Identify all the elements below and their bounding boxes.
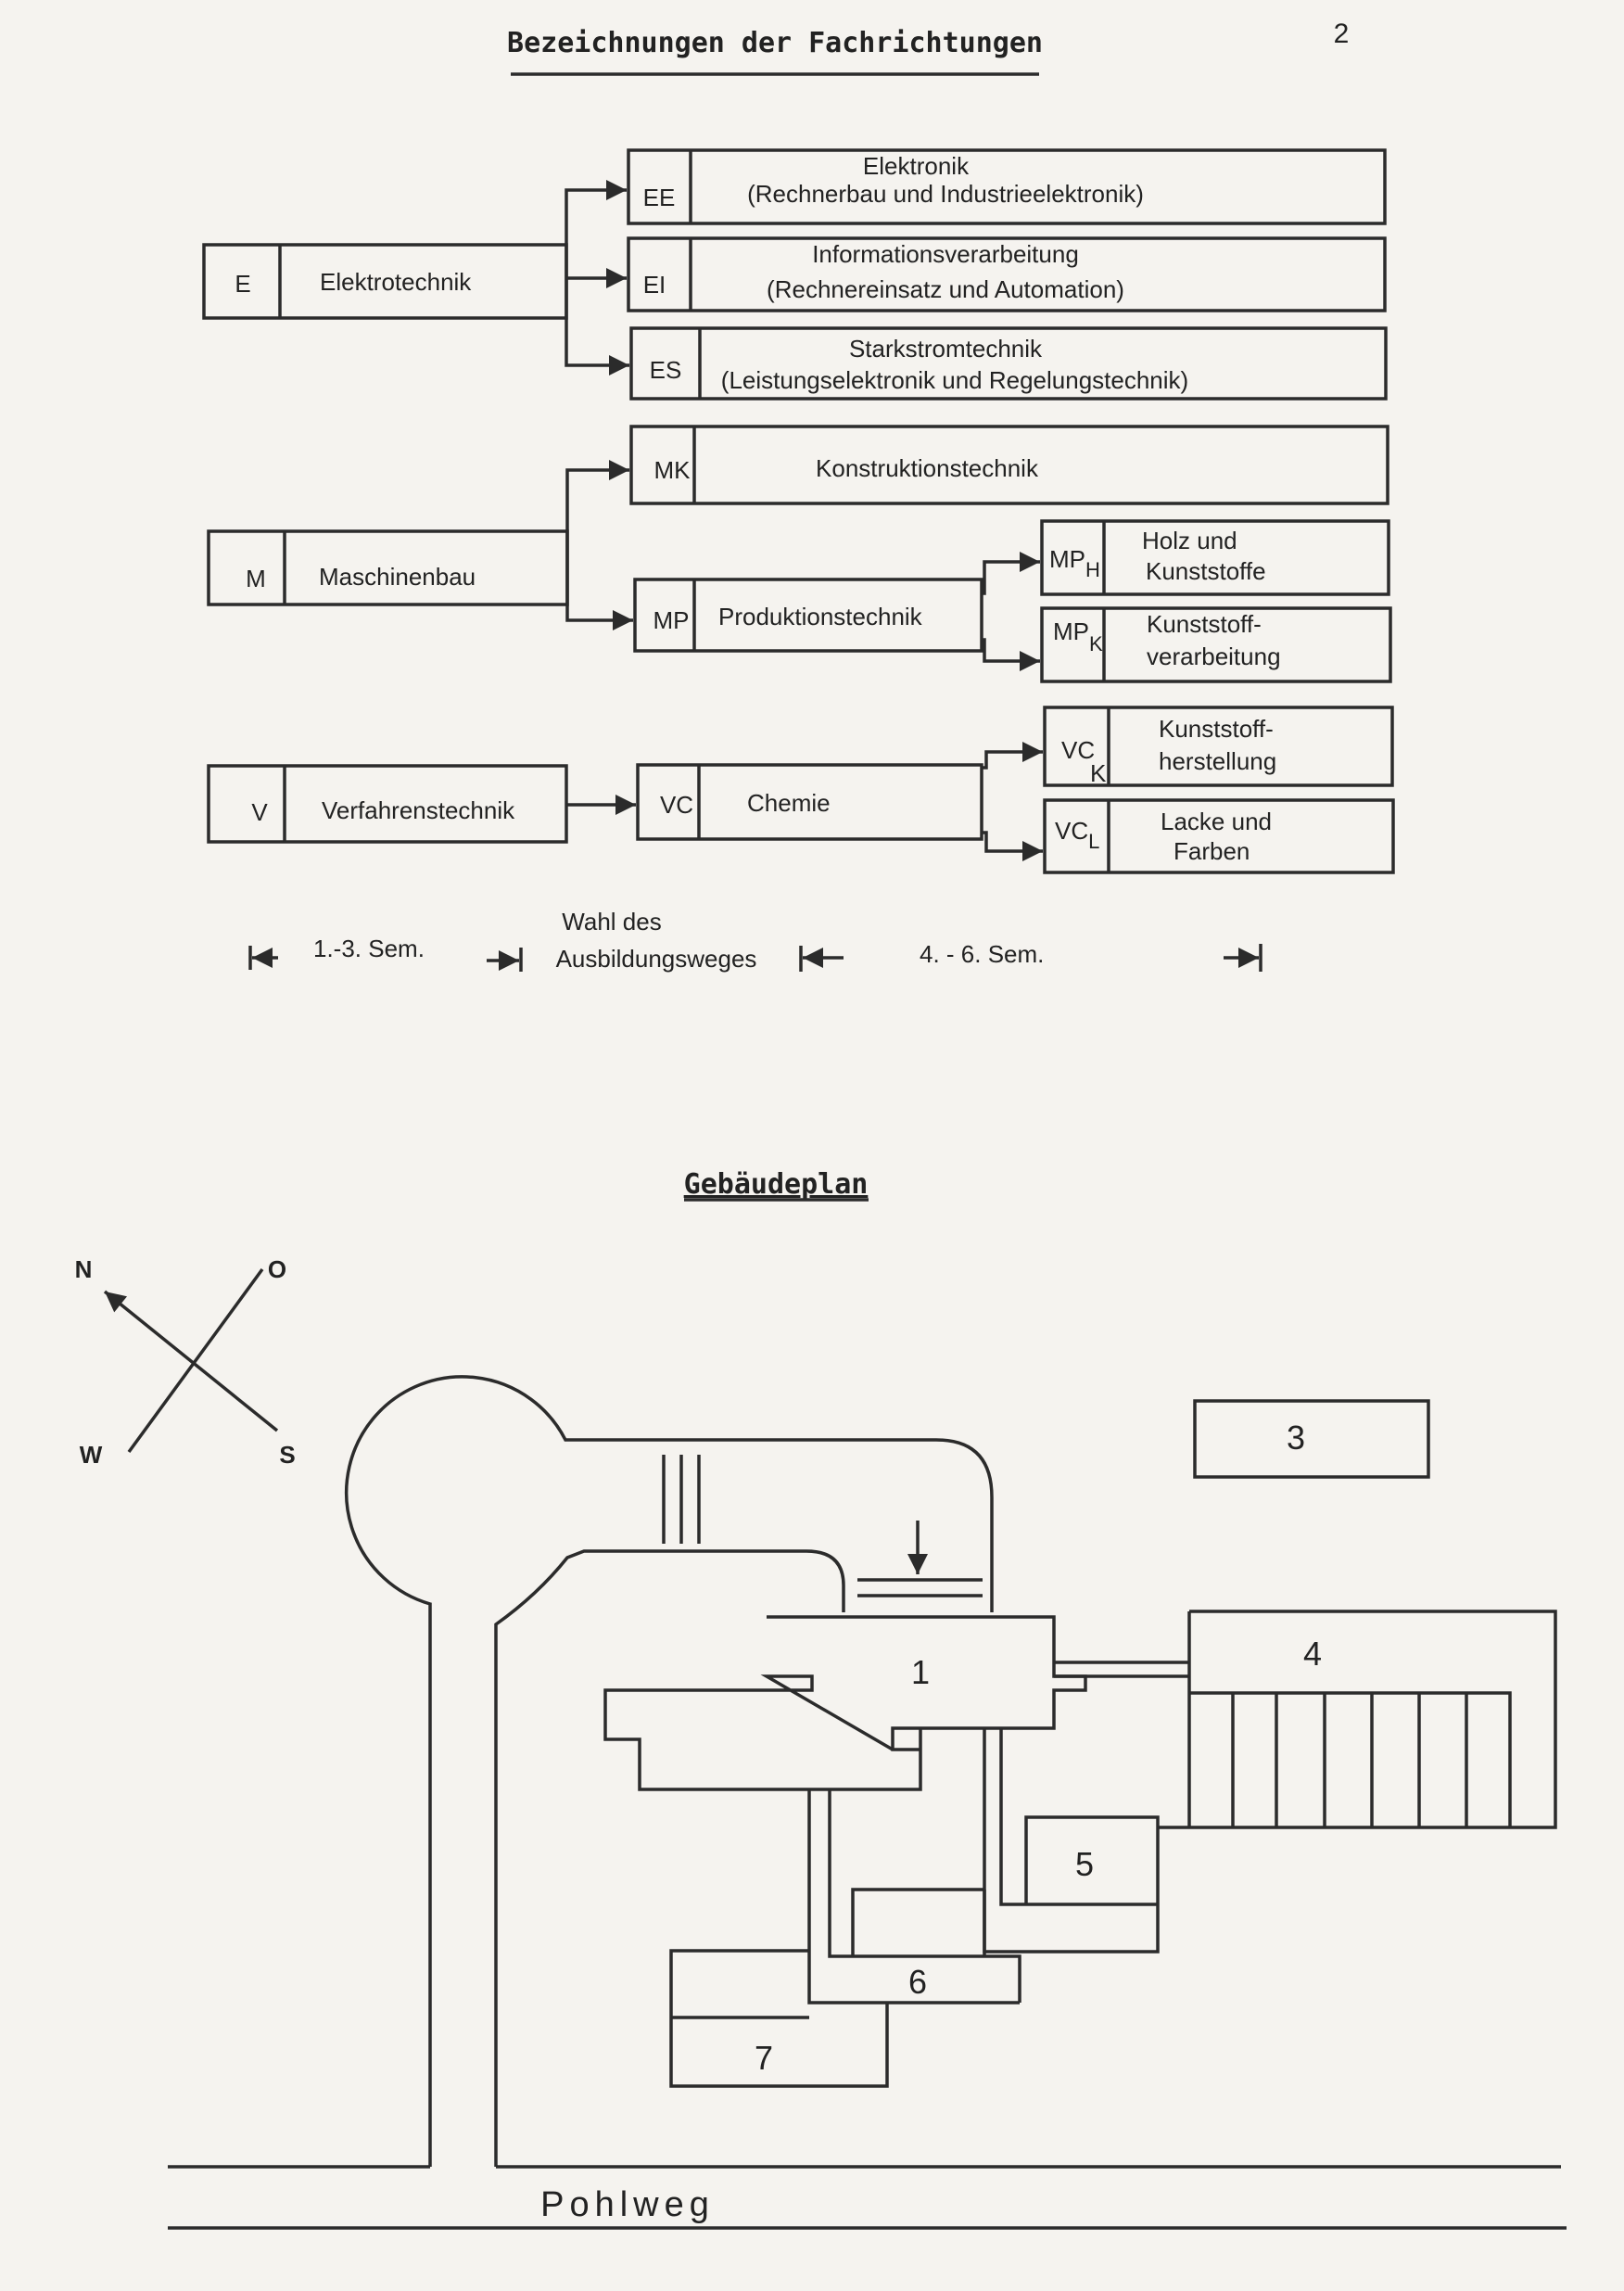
building-1-label: 1 xyxy=(911,1653,930,1691)
timeline: 1.-3. Sem. Wahl des Ausbildungsweges 4. … xyxy=(248,908,1262,973)
group-maschinenbau: M Maschinenbau MK Konstruktionstechnik M… xyxy=(207,425,1392,683)
svg-text:Chemie: Chemie xyxy=(747,789,831,817)
building-4 xyxy=(1158,1610,1557,1829)
group-elektrotechnik: E Elektrotechnik EE Elektronik (Rechnerb… xyxy=(202,148,1388,401)
compass: N O W S xyxy=(75,1255,296,1469)
svg-text:5: 5 xyxy=(1075,1845,1094,1883)
building-5 xyxy=(983,1728,1160,1954)
svg-text:Lacke und: Lacke und xyxy=(1161,808,1272,835)
svg-text:Kunststoffe: Kunststoffe xyxy=(1146,557,1266,585)
branch-vcl: VCL Lacke und Farben xyxy=(1043,798,1395,874)
svg-text:MK: MK xyxy=(654,456,691,484)
building-6 xyxy=(807,1789,1021,2005)
svg-text:O: O xyxy=(268,1255,286,1283)
svg-text:EI: EI xyxy=(643,271,666,299)
svg-text:7: 7 xyxy=(755,2039,773,2077)
branch-ee: EE Elektronik (Rechnerbau und Industriee… xyxy=(627,148,1387,225)
street-name: Pohlweg xyxy=(540,2185,715,2224)
svg-text:K: K xyxy=(1090,759,1107,787)
svg-text:MP: MP xyxy=(653,606,690,634)
svg-text:W: W xyxy=(80,1441,103,1469)
branch-es: ES Starkstromtechnik (Leistungselektroni… xyxy=(629,326,1388,401)
svg-text:Maschinenbau: Maschinenbau xyxy=(319,563,476,591)
north-arrow-icon xyxy=(103,1290,279,1432)
svg-text:3: 3 xyxy=(1287,1419,1305,1457)
building-7 xyxy=(669,1949,889,2088)
branch-vck: VC K Kunststoff- herstellung xyxy=(1043,706,1394,787)
group-verfahrenstechnik: V Verfahrenstechnik VC Chemie VC K Kunst… xyxy=(207,706,1395,874)
svg-text:V: V xyxy=(251,798,268,826)
page-title: Bezeichnungen der Fachrichtungen xyxy=(507,27,1043,59)
timeline-choice-line2: Ausbildungsweges xyxy=(556,945,757,973)
branch-arrow xyxy=(565,567,633,630)
group-code: E xyxy=(235,270,250,298)
branch-arrow xyxy=(982,638,1040,671)
svg-text:Produktionstechnik: Produktionstechnik xyxy=(718,603,923,630)
svg-text:(Rechnerbau und Industrieelekt: (Rechnerbau und Industrieelektronik) xyxy=(747,180,1144,208)
svg-text:verarbeitung: verarbeitung xyxy=(1147,643,1281,670)
building-1 xyxy=(603,1615,1087,1791)
corridor-outline xyxy=(494,1549,845,2167)
svg-text:Farben: Farben xyxy=(1174,837,1250,865)
svg-text:ES: ES xyxy=(650,356,682,384)
page-number: 2 xyxy=(1334,19,1350,49)
svg-text:Starkstromtechnik: Starkstromtechnik xyxy=(849,335,1043,363)
branch-arrow xyxy=(982,742,1043,770)
svg-text:4: 4 xyxy=(1303,1635,1322,1673)
rotunda-outline xyxy=(345,1375,994,2167)
svg-text:Konstruktionstechnik: Konstruktionstechnik xyxy=(816,454,1039,482)
svg-text:(Leistungselektronik und Regel: (Leistungselektronik und Regelungstechni… xyxy=(721,366,1188,394)
svg-text:6: 6 xyxy=(908,1963,927,2001)
branch-arrow xyxy=(565,180,627,281)
site-plan: 1 3 4 5 6 7 Pohlweg xyxy=(168,1375,1567,2230)
svg-text:VCL: VCL xyxy=(1055,817,1099,853)
svg-text:MPH: MPH xyxy=(1049,545,1100,581)
svg-text:Kunststoff-: Kunststoff- xyxy=(1147,610,1262,638)
branch-mph: MPH Holz und Kunststoffe xyxy=(1040,519,1390,596)
branch-mk: MK Konstruktionstechnik xyxy=(629,425,1389,505)
svg-text:M: M xyxy=(246,565,266,592)
svg-text:VC: VC xyxy=(660,791,693,819)
branch-arrow xyxy=(565,281,629,375)
svg-text:MPK: MPK xyxy=(1053,617,1103,655)
branch-vc: VC Chemie xyxy=(636,763,983,841)
building-plan-title: Gebäudeplan xyxy=(684,1168,869,1201)
group-name: Elektrotechnik xyxy=(320,268,472,296)
branch-mp: MP Produktionstechnik xyxy=(633,578,983,653)
svg-text:(Rechnereinsatz und Automation: (Rechnereinsatz und Automation) xyxy=(767,275,1124,303)
branch-arrow xyxy=(982,831,1043,861)
svg-text:herstellung: herstellung xyxy=(1159,747,1276,775)
svg-text:S: S xyxy=(279,1441,295,1469)
timeline-choice-line1: Wahl des xyxy=(562,908,661,935)
svg-text:Kunststoff-: Kunststoff- xyxy=(1159,715,1274,743)
building-3 xyxy=(1193,1399,1430,1479)
branch-arrow xyxy=(982,552,1040,595)
svg-text:Informationsverarbeitung: Informationsverarbeitung xyxy=(812,240,1079,268)
svg-text:Verfahrenstechnik: Verfahrenstechnik xyxy=(322,796,515,824)
timeline-phase1: 1.-3. Sem. xyxy=(313,935,425,962)
svg-text:Elektronik: Elektronik xyxy=(863,152,970,180)
branch-ei: EI Informationsverarbeitung (Rechnereins… xyxy=(627,236,1387,312)
branch-mpk: MPK Kunststoff- verarbeitung xyxy=(1040,606,1392,683)
timeline-phase2: 4. - 6. Sem. xyxy=(920,940,1044,968)
svg-text:VC: VC xyxy=(1061,736,1095,764)
branch-arrow xyxy=(565,460,629,567)
svg-text:N: N xyxy=(75,1255,93,1283)
svg-text:Holz und: Holz und xyxy=(1142,527,1237,554)
svg-text:EE: EE xyxy=(643,184,676,211)
